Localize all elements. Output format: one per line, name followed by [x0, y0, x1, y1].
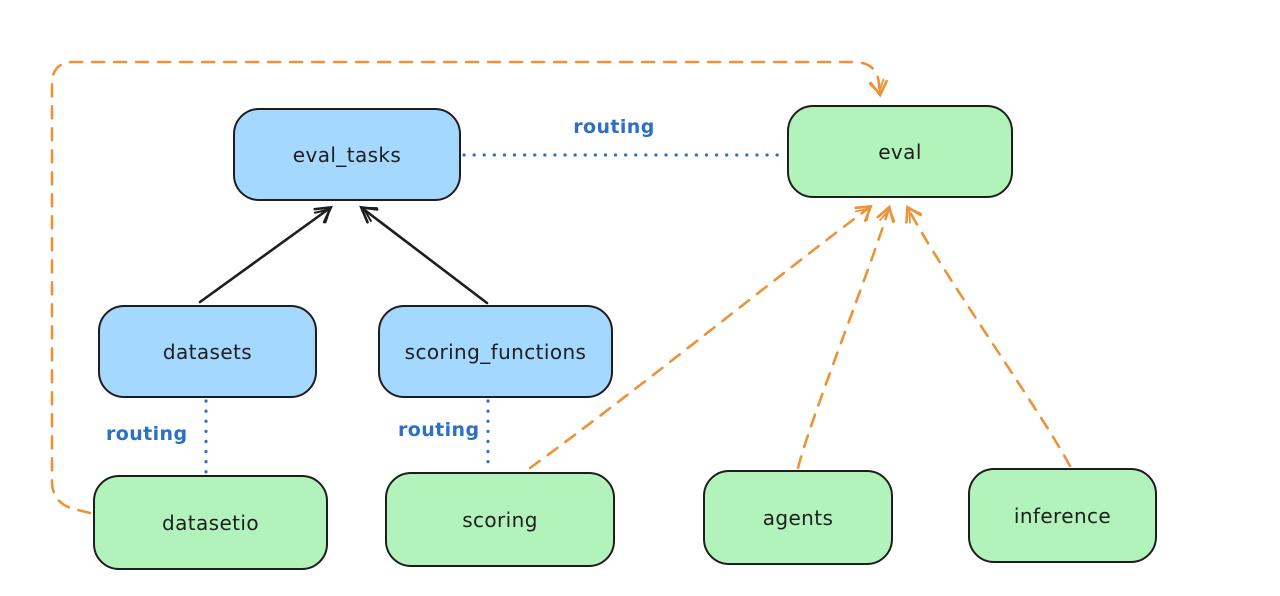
node-eval-tasks: eval_tasks — [233, 108, 461, 201]
node-datasets: datasets — [98, 305, 317, 398]
node-agents: agents — [703, 470, 893, 565]
node-scoring-functions-label: scoring_functions — [404, 339, 587, 364]
edge-inference-to-eval — [905, 204, 1072, 468]
node-scoring-functions: scoring_functions — [378, 305, 613, 398]
edge-agents-to-eval — [796, 204, 896, 470]
edge-label-routing-eval-tasks-eval: routing — [573, 116, 655, 138]
node-agents-label: agents — [762, 505, 834, 530]
node-eval: eval — [787, 105, 1013, 198]
node-scoring: scoring — [385, 472, 615, 567]
node-eval-tasks-label: eval_tasks — [292, 142, 402, 167]
edge-label-routing-scoring-functions-scoring: routing — [398, 419, 480, 441]
node-inference: inference — [968, 468, 1157, 563]
edge-datasetio-to-eval — [50, 60, 888, 515]
node-eval-label: eval — [878, 139, 922, 164]
node-scoring-label: scoring — [462, 507, 538, 532]
edge-scoring-functions-to-eval-tasks — [359, 205, 489, 305]
edge-label-routing-datasets-datasetio: routing — [106, 423, 188, 445]
edge-scoring-to-eval — [528, 204, 873, 470]
edge-datasets-to-eval-tasks — [198, 205, 333, 304]
node-inference-label: inference — [1013, 503, 1112, 528]
node-datasets-label: datasets — [162, 339, 253, 364]
node-datasetio-label: datasetio — [161, 510, 259, 535]
node-datasetio: datasetio — [93, 475, 328, 570]
